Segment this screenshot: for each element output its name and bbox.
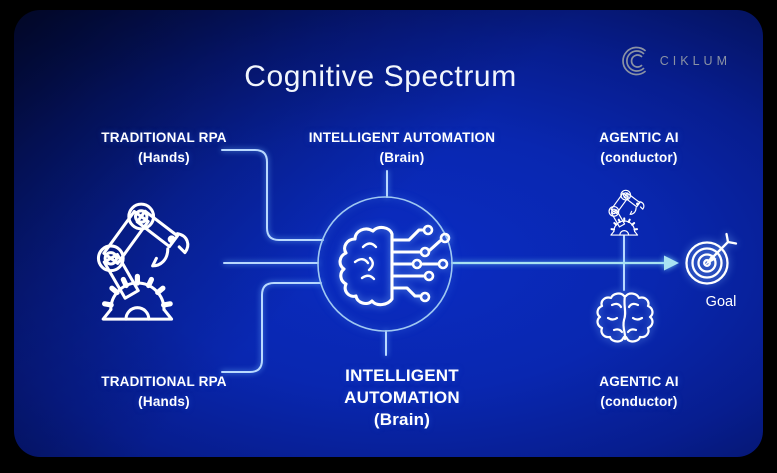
label-agentic-ai-bottom: AGENTIC AI (conductor) (599, 372, 679, 411)
goal-label: Goal (705, 294, 737, 310)
label-traditional-rpa-bottom: TRADITIONAL RPA (Hands) (101, 372, 227, 411)
label-line1: TRADITIONAL RPA (101, 130, 227, 145)
label-line1: AGENTIC AI (599, 130, 679, 145)
ciklum-logo: CIKLUM (621, 46, 731, 76)
flow-arrow-head (664, 255, 679, 271)
label-intelligent-automation-top: INTELLIGENT AUTOMATION (Brain) (309, 128, 495, 167)
brain-circuit-icon (338, 224, 451, 307)
connector-top-left (221, 149, 324, 241)
label-line2: (Brain) (373, 410, 431, 430)
label-agentic-ai-top: AGENTIC AI (conductor) (599, 128, 679, 167)
connector-bottom-left (221, 282, 322, 373)
label-line1: INTELLIGENT AUTOMATION (344, 366, 460, 408)
label-line2: (conductor) (600, 149, 678, 165)
brain-icon (596, 292, 654, 343)
label-line2: (Brain) (379, 149, 425, 165)
infographic-card: CIKLUM Cognitive Spectrum TRADITIONAL RP… (14, 10, 763, 457)
label-line2: (Hands) (138, 149, 190, 165)
label-line1: AGENTIC AI (599, 374, 679, 389)
spectrum-circle (317, 196, 453, 332)
label-intelligent-automation-bottom: INTELLIGENT AUTOMATION (Brain) (322, 365, 482, 431)
diagram-art (14, 149, 738, 373)
robot-arm-icon-small (608, 189, 645, 237)
label-line2: (conductor) (600, 393, 678, 409)
robot-arm-icon (98, 204, 187, 319)
label-line2: (Hands) (138, 393, 190, 409)
target-goal-icon (685, 232, 738, 285)
page-title: Cognitive Spectrum (244, 60, 517, 93)
label-traditional-rpa-top: TRADITIONAL RPA (Hands) (101, 128, 227, 167)
label-line1: TRADITIONAL RPA (101, 374, 227, 389)
label-line1: INTELLIGENT AUTOMATION (308, 130, 496, 145)
ciklum-arcs-icon (621, 46, 646, 76)
brand-name: CIKLUM (659, 54, 731, 68)
